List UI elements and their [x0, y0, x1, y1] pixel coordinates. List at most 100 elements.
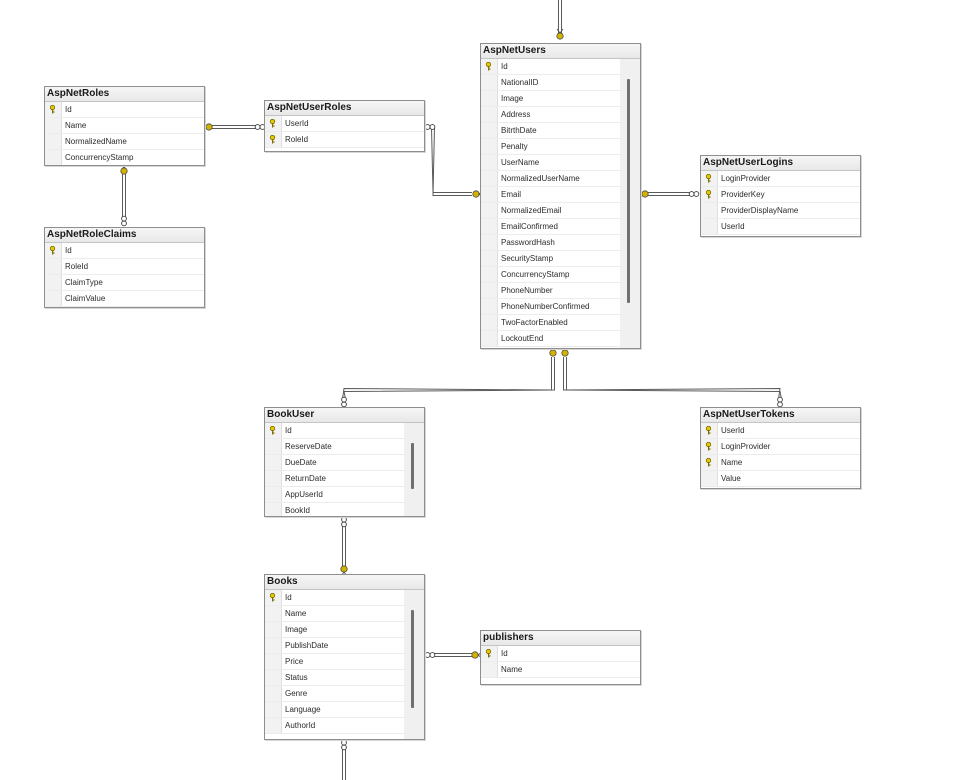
row-selector[interactable] [265, 718, 282, 733]
row-selector[interactable] [265, 622, 282, 637]
column-row[interactable]: ClaimType [45, 275, 204, 291]
column-row[interactable]: NormalizedName [45, 134, 204, 150]
column-row[interactable]: PublishDate [265, 638, 424, 654]
row-selector[interactable] [265, 503, 282, 516]
column-row[interactable]: RoleId [45, 259, 204, 275]
column-row[interactable]: ConcurrencyStamp [45, 150, 204, 165]
table-title[interactable]: BookUser [265, 408, 424, 423]
row-selector[interactable] [701, 219, 718, 234]
column-row[interactable]: Id [45, 102, 204, 118]
row-selector[interactable] [481, 331, 498, 346]
row-selector[interactable] [481, 203, 498, 218]
row-selector[interactable] [265, 638, 282, 653]
row-selector[interactable] [265, 654, 282, 669]
row-selector[interactable] [701, 471, 718, 486]
row-selector[interactable] [265, 471, 282, 486]
row-selector[interactable] [45, 275, 62, 290]
table-title[interactable]: AspNetUsers [481, 44, 640, 59]
table-title[interactable]: AspNetUserTokens [701, 408, 860, 423]
column-row[interactable]: SecurityStamp [481, 251, 640, 267]
column-row[interactable]: Price [265, 654, 424, 670]
column-row[interactable]: ProviderKey [701, 187, 860, 203]
column-row[interactable]: Image [481, 91, 640, 107]
row-selector[interactable] [481, 91, 498, 106]
column-row[interactable]: Genre [265, 686, 424, 702]
table-title[interactable]: AspNetUserLogins [701, 156, 860, 171]
column-row[interactable]: ProviderDisplayName [701, 203, 860, 219]
row-selector[interactable] [481, 299, 498, 314]
column-row[interactable]: Id [265, 423, 424, 439]
row-selector[interactable] [45, 118, 62, 133]
row-selector[interactable] [265, 606, 282, 621]
column-row[interactable]: ReturnDate [265, 471, 424, 487]
column-row[interactable]: AppUserId [265, 487, 424, 503]
table-title[interactable]: publishers [481, 631, 640, 646]
column-row[interactable]: UserId [265, 116, 424, 132]
row-selector[interactable] [45, 150, 62, 165]
column-row[interactable]: Id [265, 590, 424, 606]
row-selector[interactable] [265, 670, 282, 685]
column-row[interactable]: LoginProvider [701, 171, 860, 187]
column-row[interactable]: LockoutEnd [481, 331, 640, 347]
row-selector[interactable] [45, 134, 62, 149]
row-selector[interactable] [481, 187, 498, 202]
column-row[interactable]: LoginProvider [701, 439, 860, 455]
row-selector[interactable] [265, 439, 282, 454]
vertical-scrollbar[interactable] [404, 590, 424, 739]
column-row[interactable]: Penalty [481, 139, 640, 155]
column-row[interactable]: ClaimValue [45, 291, 204, 307]
row-selector[interactable] [481, 283, 498, 298]
column-row[interactable]: DueDate [265, 455, 424, 471]
column-row[interactable]: Name [45, 118, 204, 134]
column-row[interactable]: UserId [701, 423, 860, 439]
row-selector[interactable] [265, 686, 282, 701]
row-selector[interactable] [481, 235, 498, 250]
table-title[interactable]: AspNetRoles [45, 87, 204, 102]
column-row[interactable]: Language [265, 702, 424, 718]
row-selector[interactable] [481, 139, 498, 154]
column-row[interactable]: UserName [481, 155, 640, 171]
column-row[interactable]: Address [481, 107, 640, 123]
row-selector[interactable] [481, 662, 498, 677]
row-selector[interactable] [481, 107, 498, 122]
column-row[interactable]: BookId [265, 503, 424, 516]
row-selector[interactable] [265, 702, 282, 717]
vertical-scrollbar[interactable] [620, 59, 640, 348]
column-row[interactable]: BitrthDate [481, 123, 640, 139]
row-selector[interactable] [481, 171, 498, 186]
row-selector[interactable] [481, 267, 498, 282]
column-row[interactable]: AuthorId [265, 718, 424, 734]
row-selector[interactable] [265, 455, 282, 470]
row-selector[interactable] [45, 259, 62, 274]
scrollbar-thumb[interactable] [411, 443, 414, 489]
row-selector[interactable] [481, 123, 498, 138]
column-row[interactable]: PasswordHash [481, 235, 640, 251]
scrollbar-thumb[interactable] [411, 610, 414, 708]
row-selector[interactable] [481, 75, 498, 90]
column-row[interactable]: ConcurrencyStamp [481, 267, 640, 283]
column-row[interactable]: Image [265, 622, 424, 638]
column-row[interactable]: Email [481, 187, 640, 203]
column-row[interactable]: PhoneNumberConfirmed [481, 299, 640, 315]
row-selector[interactable] [45, 291, 62, 306]
column-row[interactable]: TwoFactorEnabled [481, 315, 640, 331]
column-row[interactable]: ReserveDate [265, 439, 424, 455]
column-row[interactable]: RoleId [265, 132, 424, 148]
column-row[interactable]: NationalID [481, 75, 640, 91]
row-selector[interactable] [265, 487, 282, 502]
column-row[interactable]: Name [701, 455, 860, 471]
row-selector[interactable] [481, 219, 498, 234]
column-row[interactable]: NormalizedUserName [481, 171, 640, 187]
row-selector[interactable] [481, 315, 498, 330]
row-selector[interactable] [481, 155, 498, 170]
column-row[interactable]: NormalizedEmail [481, 203, 640, 219]
vertical-scrollbar[interactable] [404, 423, 424, 516]
column-row[interactable]: Name [265, 606, 424, 622]
